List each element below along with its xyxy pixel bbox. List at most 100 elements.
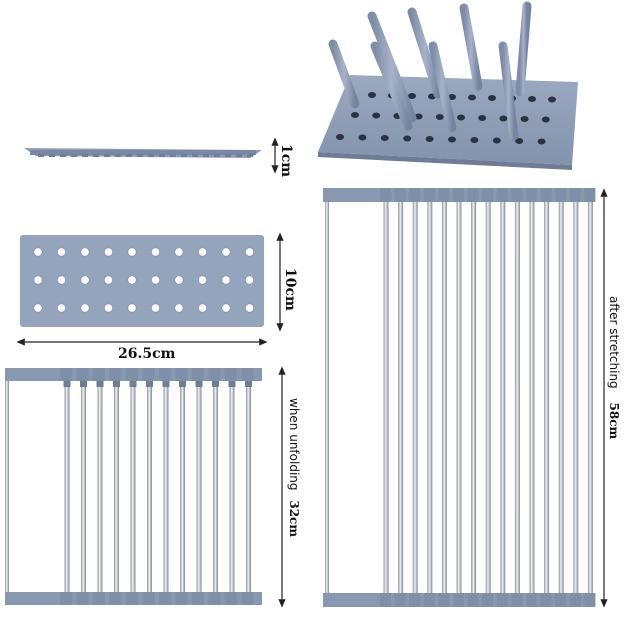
rack-clip-top: [438, 188, 450, 202]
rack-rod: [427, 202, 433, 593]
rack-rod-edge: [325, 202, 329, 593]
rack-clip-top: [496, 188, 508, 202]
rack-clip-bottom: [159, 592, 171, 605]
rack-clip-bottom: [76, 592, 89, 605]
rack-clip-top: [453, 188, 464, 202]
mat-rib: [104, 154, 110, 157]
rack-rod: [64, 381, 70, 592]
mat-hole: [80, 275, 90, 285]
tray-hole: [448, 136, 456, 143]
rack-clip-top: [555, 188, 567, 202]
rack-rod: [485, 202, 491, 593]
rack-clip-bottom: [569, 593, 581, 607]
tray-hole: [515, 138, 524, 144]
rack-rod: [456, 202, 462, 593]
mat-side-view: [24, 148, 262, 158]
rack-rod: [114, 381, 119, 592]
mat-hole: [245, 275, 255, 285]
rack-clip-top: [225, 368, 237, 381]
mat-rib: [170, 154, 176, 157]
rack-clip-bottom: [409, 593, 421, 607]
rack-clip-bottom: [60, 592, 72, 605]
tray-peg: [459, 3, 483, 91]
rod-joint: [129, 381, 137, 387]
rack-clip-bottom: [142, 592, 155, 605]
tray-hole: [435, 114, 444, 120]
mat-hole: [198, 275, 208, 285]
rack-rod: [383, 202, 389, 593]
mat-hole: [104, 303, 114, 313]
rack-rod: [514, 202, 520, 593]
rack-clip-bottom: [438, 593, 450, 607]
rod-joint: [212, 381, 219, 387]
rack-clip-bottom: [208, 592, 221, 605]
unfold-label: when unfolding 32cm: [287, 398, 301, 537]
mat-hole: [221, 303, 231, 313]
rack-clip-bottom: [109, 592, 122, 605]
rack-clip-top: [76, 368, 89, 381]
mat-rib: [148, 154, 154, 157]
tray-hole: [470, 137, 479, 143]
rod-joint: [195, 381, 203, 387]
rack-clip-top: [511, 188, 523, 202]
mat-rib: [236, 154, 242, 157]
thickness-label: 1cm: [278, 144, 294, 177]
rack-clip-bottom: [496, 593, 508, 607]
tray-peg: [515, 1, 532, 97]
drying-mat-top-view: [20, 235, 264, 327]
rack-rod: [81, 381, 86, 592]
roll-rack-stretched: [323, 188, 596, 607]
tray-hole: [537, 138, 546, 145]
mat-hole: [198, 247, 208, 257]
tray-hole: [408, 93, 416, 99]
rod-joint: [228, 381, 236, 387]
rod-joint: [80, 381, 87, 387]
rack-clip-top: [126, 368, 138, 381]
mat-hole: [80, 303, 90, 313]
rack-clip-top: [142, 368, 155, 381]
mat-hole: [56, 275, 66, 285]
tray-hole: [448, 94, 456, 100]
mat-hole: [56, 303, 66, 313]
rack-clip-bottom: [423, 593, 435, 607]
rack-clip-top: [569, 188, 581, 202]
rack-rod: [471, 202, 477, 593]
rack-clip-bottom: [584, 593, 596, 607]
mat-hole: [221, 247, 231, 257]
mat-hole: [245, 247, 255, 257]
height-label: 10cm: [282, 268, 298, 311]
tray-hole: [403, 135, 412, 142]
mat-hole: [104, 275, 114, 285]
mat-rib: [214, 154, 220, 157]
mat-hole: [127, 303, 137, 313]
rack-rod: [441, 202, 447, 593]
tray-hole: [425, 136, 434, 142]
mat-hole: [151, 275, 161, 285]
mat-rib: [192, 154, 198, 157]
mat-rib: [203, 154, 209, 157]
mat-rib: [181, 154, 187, 157]
rack-rod: [180, 381, 185, 592]
tray-hole: [368, 92, 376, 98]
tray-hole: [478, 115, 487, 121]
rack-clip-bottom: [467, 593, 479, 607]
rack-rod: [213, 381, 218, 592]
mat-hole: [33, 303, 43, 313]
rack-rod: [398, 202, 404, 593]
rack-clip-bottom: [526, 593, 537, 607]
tray-hole: [528, 96, 536, 102]
tray-hole: [541, 116, 550, 123]
mat-hole: [198, 303, 208, 313]
mat-hole: [33, 275, 43, 285]
rack-clip-bottom: [380, 593, 391, 607]
rack-clip-bottom: [241, 592, 254, 605]
rack-clip-bottom: [192, 592, 204, 605]
mat-hole: [80, 247, 90, 257]
mat-rib: [126, 154, 132, 157]
mat-rib: [71, 154, 77, 157]
rack-clip-top: [93, 368, 105, 381]
mat-hole: [56, 247, 66, 257]
rack-rod: [573, 202, 579, 593]
tray-peg: [498, 41, 519, 141]
